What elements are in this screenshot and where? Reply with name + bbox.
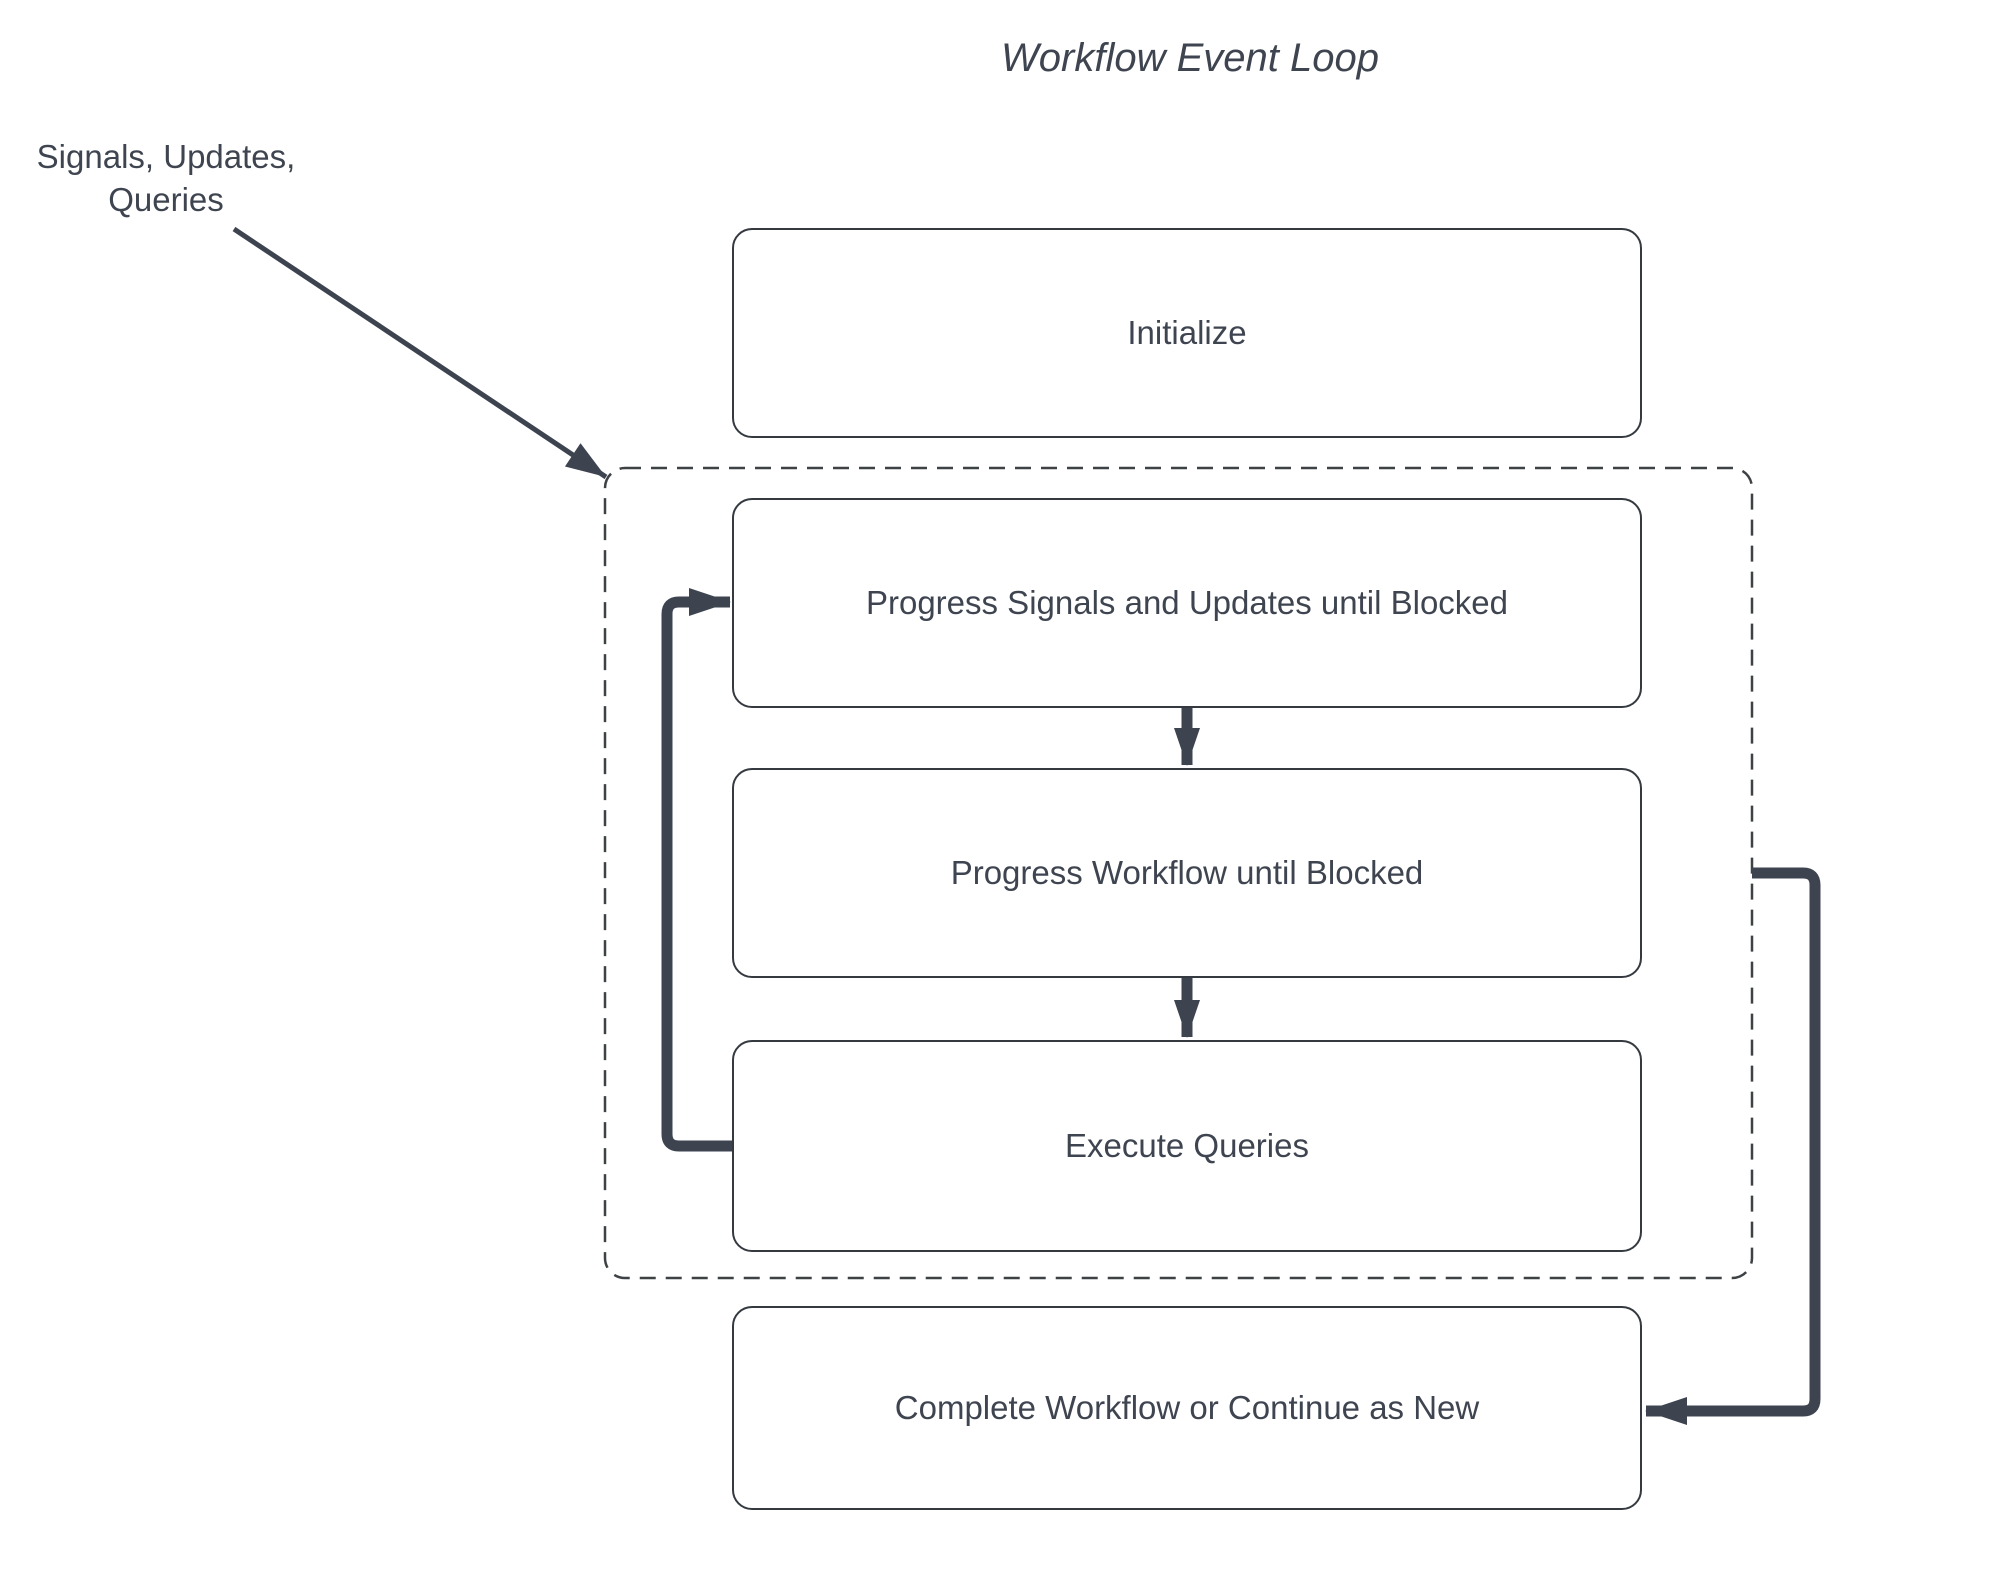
edge-signals-to-loop-arrow: [232, 226, 608, 480]
annotation-line-1: Signals, Updates,: [36, 138, 296, 175]
node-execute-queries-label: Execute Queries: [1065, 1127, 1309, 1164]
node-progress-workflow: Progress Workflow until Blocked: [732, 768, 1642, 978]
node-initialize-label: Initialize: [1127, 314, 1247, 351]
diagram-title: Workflow Event Loop: [1001, 36, 1379, 80]
node-execute-queries: Execute Queries: [732, 1040, 1642, 1252]
signals-updates-queries-label: Signals, Updates, Queries: [30, 136, 302, 222]
edge-execute-queries-to-progress-signals-loop: [661, 588, 733, 1152]
node-complete-workflow-label: Complete Workflow or Continue as New: [894, 1389, 1480, 1426]
node-progress-signals-and-updates: Progress Signals and Updates until Block…: [732, 498, 1642, 708]
edge-loop-to-complete-workflow: [1645, 867, 1821, 1425]
annotation-line-2: Queries: [108, 180, 224, 218]
node-progress-signals-label: Progress Signals and Updates until Block…: [865, 584, 1509, 621]
node-progress-workflow-label: Progress Workflow until Blocked: [950, 854, 1424, 891]
node-initialize: Initialize: [732, 228, 1642, 438]
node-complete-workflow: Complete Workflow or Continue as New: [732, 1306, 1642, 1510]
